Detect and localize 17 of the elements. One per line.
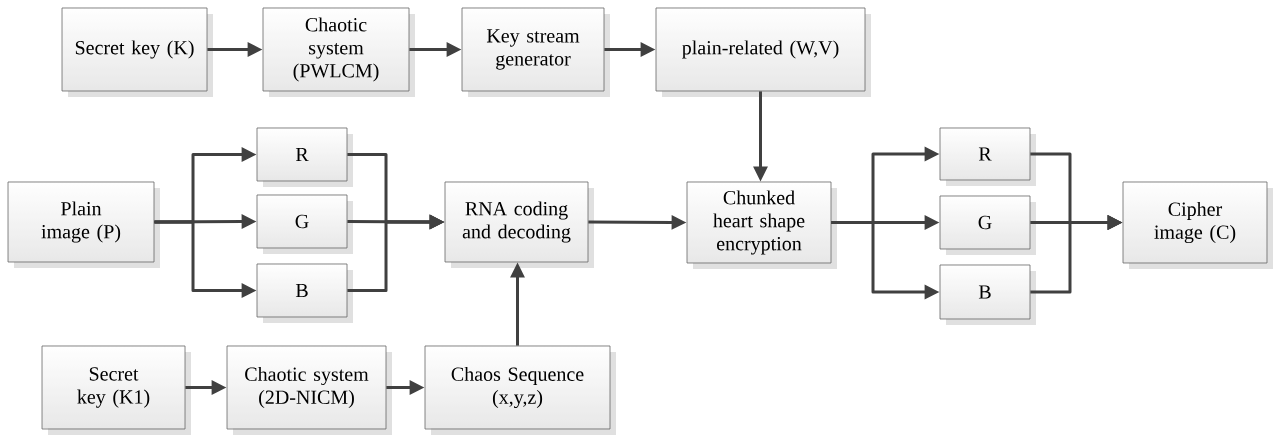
process-box: R (256, 127, 353, 187)
process-box: R (939, 127, 1036, 186)
process-box: B (256, 263, 353, 323)
process-box: RNA coding and decoding (444, 181, 594, 268)
process-box: B (939, 264, 1036, 325)
process-box: Secret key (K) (61, 7, 213, 97)
process-box: G (939, 195, 1036, 255)
process-box: Chaos Sequence (x,y,z) (424, 345, 616, 435)
process-box: Secret key (K1) (41, 345, 191, 435)
process-box: Chunked heart shape encryption (686, 181, 837, 269)
process-box: Chaotic system (PWLCM) (262, 7, 415, 97)
process-box: Plain image (P) (7, 181, 160, 268)
process-box: Chaotic system (2D-NICM) (226, 345, 392, 435)
process-box: Cipher image (C) (1122, 181, 1273, 269)
process-box: G (256, 194, 353, 254)
process-box: Key stream generator (461, 7, 610, 97)
process-box: plain-related (W,V) (655, 7, 871, 97)
